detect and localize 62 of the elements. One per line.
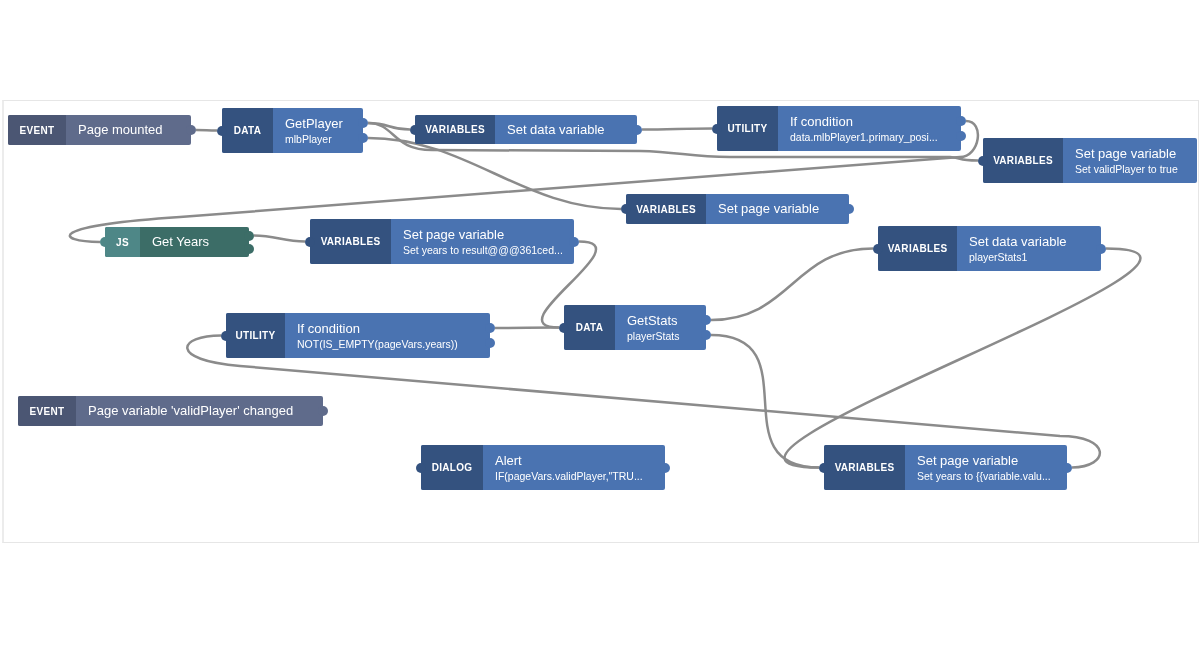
- connector-line: [642, 127, 712, 131]
- flow-block: [226, 313, 490, 358]
- category-tag: EVENT: [18, 396, 76, 426]
- flow-block: [626, 194, 849, 224]
- category-tag: VARIABLES: [983, 138, 1063, 183]
- category-tag: DIALOG: [421, 445, 483, 490]
- flow-block: [983, 138, 1197, 183]
- flow-block: [105, 227, 249, 257]
- block-title: GetPlayer: [285, 115, 343, 132]
- connector-line: [710, 247, 874, 322]
- flow-block: [8, 115, 191, 145]
- category-tag: VARIABLES: [626, 194, 706, 224]
- block-title: Alert: [495, 452, 523, 469]
- connector-line: [367, 121, 978, 162]
- connector-line: [367, 136, 622, 211]
- block-title: Page mounted: [78, 122, 163, 138]
- connector-line: [495, 326, 559, 330]
- block-subtitle: mlbPlayer: [285, 131, 333, 146]
- block-subtitle: playerStats1: [969, 249, 1029, 264]
- connector-line: [253, 234, 306, 243]
- category-tag: VARIABLES: [310, 219, 391, 264]
- flow-block: [564, 305, 706, 350]
- block-title: Set page variable: [1075, 145, 1178, 162]
- category-tag: UTILITY: [717, 106, 778, 151]
- category-tag: VARIABLES: [415, 115, 495, 144]
- connector-line: [187, 334, 1101, 469]
- flow-block: [415, 115, 637, 144]
- block-subtitle: NOT(IS_EMPTY(pageVars.years)): [297, 336, 458, 351]
- category-tag: JS: [105, 227, 140, 257]
- connector-line: [196, 128, 217, 132]
- flow-block: [222, 108, 363, 153]
- block-subtitle: Set validPlayer to true: [1075, 161, 1178, 176]
- category-tag: EVENT: [8, 115, 66, 145]
- block-title: Set page variable: [917, 452, 1020, 469]
- block-subtitle: Set years to result@@@361ced...: [403, 242, 563, 257]
- flow-block: [421, 445, 665, 490]
- flow-block: [878, 226, 1101, 271]
- block-subtitle: data.mlbPlayer1.primary_posi...: [790, 129, 938, 144]
- block-title: GetStats: [627, 312, 679, 329]
- flow-block: [824, 445, 1067, 490]
- category-tag: VARIABLES: [878, 226, 957, 271]
- category-tag: DATA: [564, 305, 615, 350]
- flow-block: [717, 106, 961, 151]
- block-title: If condition: [790, 113, 854, 130]
- connector-line: [541, 240, 597, 329]
- block-title: Set data variable: [969, 233, 1067, 250]
- connector-line: [786, 247, 1139, 469]
- block-title: If condition: [297, 320, 361, 337]
- block-title: Set page variable: [403, 226, 506, 243]
- flow-block: [310, 219, 574, 264]
- category-tag: UTILITY: [226, 313, 285, 358]
- category-tag: DATA: [222, 108, 273, 153]
- block-title: Page variable 'validPlayer' changed: [88, 403, 294, 419]
- block-title: Get Years: [152, 234, 210, 250]
- block-subtitle: Set years to {{variable.valu...: [917, 468, 1051, 483]
- block-title: Set page variable: [718, 201, 820, 217]
- block-subtitle: playerStats: [627, 328, 680, 343]
- connector-line: [69, 119, 980, 244]
- flow-block: [18, 396, 323, 426]
- block-subtitle: IF(pageVars.validPlayer,"TRU...: [495, 468, 643, 483]
- block-title: Set data variable: [507, 121, 605, 138]
- category-tag: VARIABLES: [824, 445, 905, 490]
